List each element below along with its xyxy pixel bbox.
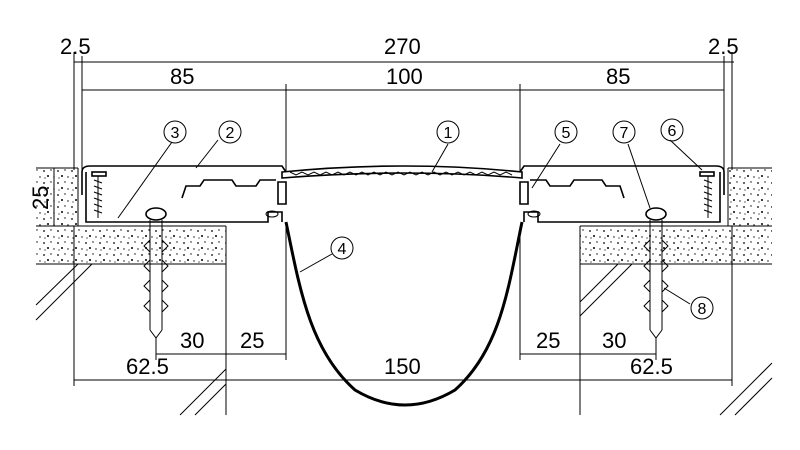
center-cover: [281, 165, 523, 179]
anchor-right: [643, 207, 669, 339]
callout-5: 5: [554, 120, 578, 144]
dim-gap-left: 25: [240, 328, 264, 353]
screed-left: [36, 168, 78, 226]
dim-opening: 150: [384, 354, 421, 379]
dim-base-left: 62.5: [126, 354, 169, 379]
dimension-labels: 2.5 270 2.5 85 100 85 25 30 25 150 25 30…: [28, 34, 739, 379]
base-frame-left: [85, 172, 283, 223]
dim-base-right: 62.5: [630, 354, 673, 379]
dim-edge-left: 2.5: [60, 34, 91, 59]
screw-left: [91, 171, 107, 218]
svg-text:2: 2: [226, 125, 235, 142]
callout-1: 1: [436, 120, 460, 144]
cover-plate-right: [519, 165, 725, 195]
svg-text:4: 4: [338, 241, 347, 258]
dim-height: 25: [28, 186, 53, 210]
ribbed-plate-right: [530, 179, 625, 199]
clip-left: [277, 181, 287, 205]
callout-3: 3: [163, 120, 187, 144]
dim-gap-right: 25: [536, 328, 560, 353]
callout-4: 4: [330, 236, 354, 260]
callout-6: 6: [660, 118, 684, 142]
dimension-lines: [53, 52, 734, 386]
clip-right: [519, 181, 529, 205]
svg-text:3: 3: [171, 125, 180, 142]
dim-anchor-left: 30: [180, 328, 204, 353]
anchor-left: [143, 207, 169, 339]
dim-edge-right: 2.5: [708, 34, 739, 59]
dim-cover-center: 100: [386, 64, 423, 89]
slab-left: [36, 226, 226, 264]
ribbed-plate-left: [181, 179, 276, 199]
dim-cover-left: 85: [170, 64, 194, 89]
screw-right: [699, 171, 715, 218]
callouts: 1 2 3 4 5 6 7 8: [163, 118, 714, 320]
svg-text:5: 5: [562, 125, 571, 142]
callout-8: 8: [690, 296, 714, 320]
svg-text:8: 8: [698, 301, 707, 318]
svg-text:6: 6: [668, 123, 677, 140]
callout-2: 2: [218, 120, 242, 144]
callout-7: 7: [612, 120, 636, 144]
substrate: [35, 167, 773, 416]
svg-text:7: 7: [620, 125, 629, 142]
svg-text:1: 1: [444, 125, 453, 142]
dim-anchor-right: 30: [602, 328, 626, 353]
base-frame-right: [523, 172, 721, 223]
screed-right: [728, 168, 772, 226]
dim-total: 270: [384, 34, 421, 59]
dim-cover-right: 85: [606, 64, 630, 89]
joint-profile: [81, 165, 725, 407]
flexible-membrane: [284, 221, 524, 407]
cover-plate-left: [81, 165, 287, 195]
slab-right: [580, 226, 772, 264]
